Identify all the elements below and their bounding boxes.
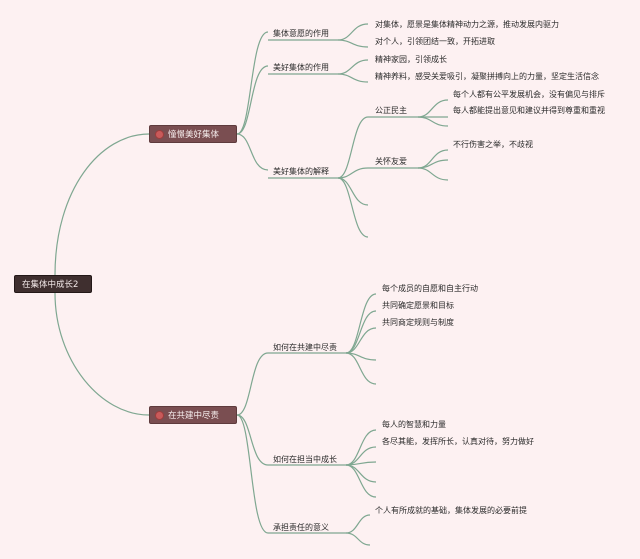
link-b2n3-l2 xyxy=(345,532,371,546)
link-b1n2-l2 xyxy=(337,73,369,83)
branch-gongjian-jinze[interactable]: 在共建中尽责 xyxy=(149,406,237,424)
link-b2-n1 xyxy=(236,352,269,416)
node-gongzheng-minzhu: 公正民主 xyxy=(375,105,407,115)
link-b2n1-l2 xyxy=(345,310,377,354)
link-b2-n3 xyxy=(236,414,269,534)
link-ga-l3 xyxy=(417,167,449,181)
link-gz-l3 xyxy=(417,116,449,127)
branch-chonghjing-meihao[interactable]: 憧憬美好集体 xyxy=(149,125,237,143)
link-b2n2-l4 xyxy=(345,464,377,483)
link-b1n1-l2 xyxy=(337,39,369,48)
link-b1-n2 xyxy=(236,65,269,135)
link-gz-l1 xyxy=(417,99,449,118)
branch-label: 憧憬美好集体 xyxy=(168,130,220,140)
link-b1-n1 xyxy=(236,31,269,135)
leaf-zhihui-liliang: 每人的智慧和力量 xyxy=(382,419,446,429)
node-meihao-zuoyong: 美好集体的作用 xyxy=(273,62,329,72)
link-b1n3-c1 xyxy=(337,116,369,179)
node-meihao-jieshi: 美好集体的解释 xyxy=(273,166,329,176)
leaf-gejin-qineng: 各尽其能，发挥所长，认真对待，努力做好 xyxy=(382,436,534,446)
link-b1n3-c4 xyxy=(337,177,369,238)
link-b2n3-l1 xyxy=(345,514,371,534)
leaf-jiti-duijiti: 对集体，愿景是集体精神动力之源，推动发展内驱力 xyxy=(375,19,559,29)
branch-label: 在共建中尽责 xyxy=(168,411,220,421)
root-node-label: 在集体中成长2 xyxy=(22,280,79,290)
link-b1n2-l1 xyxy=(337,59,369,75)
leaf-gongping-fazhan: 每个人都有公平发展机会，没有偏见与排斥 xyxy=(453,89,605,99)
leaf-chengjiu-jichu: 个人有所成就的基础，集体发展的必要前提 xyxy=(375,505,527,515)
link-b2n1-l5 xyxy=(345,352,377,385)
link-b1n1-l1 xyxy=(337,23,369,41)
link-root-branch-1 xyxy=(54,133,150,276)
link-b2n2-l5 xyxy=(345,464,377,498)
link-b2n1-l1 xyxy=(345,293,377,354)
node-gongjian-jinze: 如何在共建中尽责 xyxy=(273,342,337,352)
link-root-branch-2 xyxy=(54,292,150,416)
leaf-jingshen-yangliao: 精神养料，感受关爱吸引，凝聚拼搏向上的力量，坚定生活信念 xyxy=(375,71,599,81)
leaf-jingshen-jiayuan: 精神家园，引领成长 xyxy=(375,54,447,64)
node-jiti-yiyuan: 集体意愿的作用 xyxy=(273,28,329,38)
leaf-jiti-duigeren: 对个人，引领团结一致，开拓进取 xyxy=(375,36,495,46)
leaf-yuanjing-mubiao: 共同确定愿景和目标 xyxy=(382,300,454,310)
link-b2n1-l3 xyxy=(345,327,377,354)
node-guanhuai-youai: 关怀友爱 xyxy=(375,156,407,166)
node-dandang-chengzhang: 如何在担当中成长 xyxy=(273,454,337,464)
link-b1n3-c2 xyxy=(337,167,369,179)
node-zeren-yiyi: 承担责任的意义 xyxy=(273,522,329,532)
link-b2-n2 xyxy=(236,414,269,466)
marker-icon xyxy=(155,129,164,139)
leaf-guize-zhidu: 共同商定规则与制度 xyxy=(382,317,454,327)
marker-icon xyxy=(155,410,164,420)
leaf-ziyuan-zizhu: 每个成员的自愿和自主行动 xyxy=(382,283,478,293)
leaf-tichu-yijian: 每人都能提出意见和建议并得到尊重和重视 xyxy=(453,105,605,115)
link-ga-l1 xyxy=(417,149,449,169)
leaf-bu-shanghai: 不行伤害之举，不歧视 xyxy=(453,139,533,149)
link-b1-n3 xyxy=(236,133,269,171)
root-node[interactable]: 在集体中成长2 xyxy=(14,275,92,293)
link-b1n3-c3 xyxy=(337,177,369,206)
